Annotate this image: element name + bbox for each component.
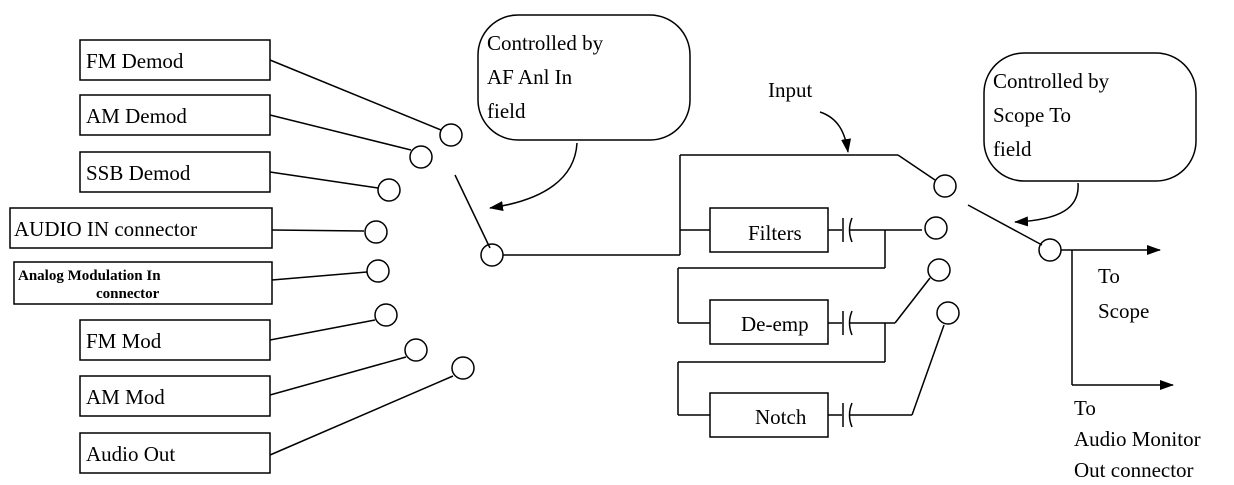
audio-out-box: [79, 432, 271, 474]
right-callout-line1: Controlled by: [993, 69, 1110, 93]
right-callout-line2: Scope To: [993, 103, 1071, 127]
scope-output-line1: To: [1098, 264, 1120, 288]
fm-demod-terminal: [439, 123, 463, 147]
right-switch-pivot: [1038, 238, 1062, 262]
filters-label: Filters: [748, 221, 802, 245]
audio-out-label: Audio Out: [86, 442, 175, 466]
left-switch-arm: [454, 174, 491, 249]
deemp-terminal: [927, 258, 951, 282]
right-callout-line3: field: [993, 137, 1032, 161]
left-switch-pivot: [480, 243, 504, 267]
left-callout-line2: AF Anl In: [487, 65, 573, 89]
fm-mod-label: FM Mod: [86, 329, 162, 353]
right-switch-arm: [967, 204, 1043, 246]
deemp-box: [709, 299, 829, 345]
monitor-output-line2: Audio Monitor: [1074, 427, 1201, 451]
ssb-demod-terminal: [377, 178, 401, 202]
filters-terminal: [924, 216, 948, 240]
audio-in-terminal: [364, 220, 388, 244]
notch-label: Notch: [755, 405, 807, 429]
left-callout-arrow: [489, 142, 578, 212]
am-mod-terminal: [404, 338, 428, 362]
right-callout-arrow: [1014, 182, 1079, 227]
ssb-demod-label: SSB Demod: [86, 161, 191, 185]
left-callout-line1: Controlled by: [487, 31, 604, 55]
monitor-output-line3: Out connector: [1074, 458, 1194, 482]
monitor-output-line1: To: [1074, 396, 1096, 420]
audio-in-box: [9, 207, 273, 249]
analog-mod-box: [13, 261, 273, 305]
am-mod-label: AM Mod: [86, 385, 165, 409]
audio-out-terminal: [451, 356, 475, 380]
am-demod-label: AM Demod: [86, 104, 187, 128]
scope-output-line2: Scope: [1098, 299, 1149, 323]
input-terminal: [933, 174, 957, 198]
audio-in-label: AUDIO IN connector: [14, 217, 197, 241]
analog-mod-label-line2: connector: [96, 286, 160, 302]
deemp-label: De-emp: [741, 312, 809, 336]
notch-terminal: [936, 301, 960, 325]
input-label: Input: [768, 78, 812, 102]
left-callout-bubble: [477, 14, 691, 141]
left-callout-line3: field: [487, 99, 526, 123]
input-arrow: [819, 111, 852, 153]
am-mod-box: [79, 375, 271, 417]
fm-demod-label: FM Demod: [86, 49, 184, 73]
fm-mod-terminal: [374, 303, 398, 327]
right-callout-bubble: [983, 52, 1197, 182]
analog-mod-label-line1: Analog Modulation In: [18, 268, 161, 284]
am-demod-terminal: [409, 145, 433, 169]
analog-mod-terminal: [366, 259, 390, 283]
